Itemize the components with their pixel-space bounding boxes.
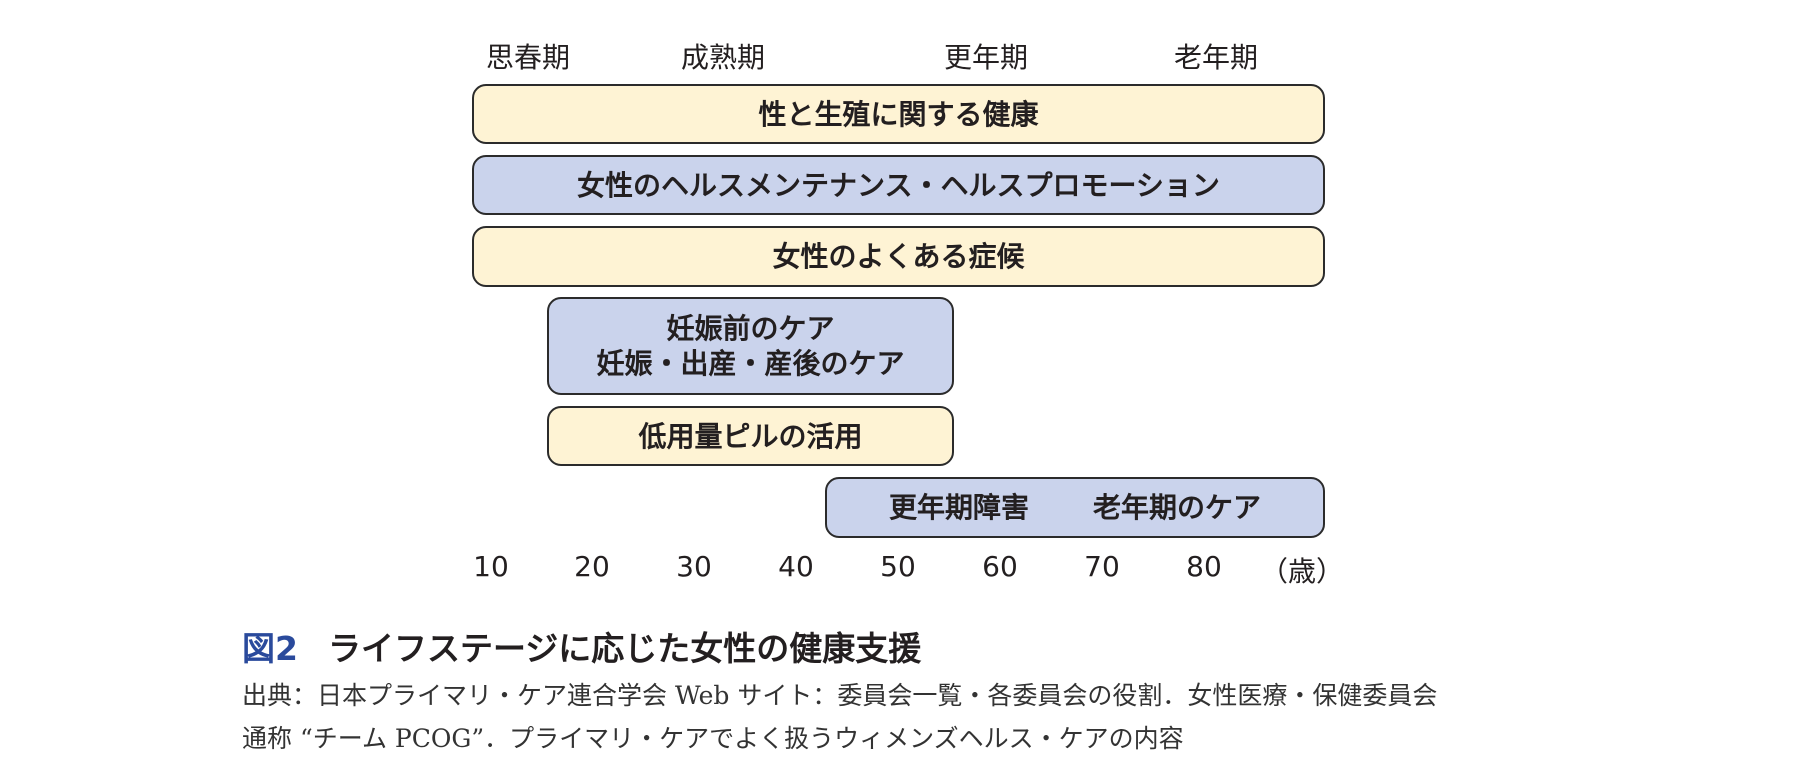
axis-tick-60: 60 [982, 550, 1018, 583]
bar-label-line-2: 妊娠・出産・産後のケア [596, 347, 905, 380]
bar-label: 性と生殖に関する健康 [758, 97, 1039, 131]
axis-unit-age: （歳） [1259, 555, 1345, 588]
stage-label-senescence: 老年期 [1174, 41, 1259, 74]
bar-menopause-elderly-care: 更年期障害 老年期のケア [825, 477, 1325, 538]
stage-label-puberty: 思春期 [486, 41, 571, 74]
bar-label: 女性のヘルスメンテナンス・ヘルスプロモーション [577, 168, 1220, 202]
axis-tick-30: 30 [676, 550, 712, 583]
axis-tick-70: 70 [1084, 550, 1120, 583]
bar-label-line-1: 妊娠前のケア [666, 312, 835, 345]
bar-low-dose-pill: 低用量ピルの活用 [547, 406, 954, 466]
axis-tick-50: 50 [880, 550, 916, 583]
bar-label-menopause-disorder: 更年期障害 [888, 491, 1029, 524]
bar-label: 低用量ピルの活用 [638, 419, 863, 453]
caption-source-line-1: 出典：日本プライマリ・ケア連合学会 Web サイト：委員会一覧・各委員会の役割．… [242, 681, 1438, 710]
bar-health-maintenance: 女性のヘルスメンテナンス・ヘルスプロモーション [472, 155, 1325, 215]
bar-common-symptoms: 女性のよくある症候 [472, 226, 1325, 287]
bar-reproductive-health: 性と生殖に関する健康 [472, 84, 1325, 144]
bar-label-elderly-care: 老年期のケア [1092, 491, 1261, 524]
axis-tick-80: 80 [1186, 550, 1222, 583]
stage-label-menopause: 更年期 [944, 41, 1029, 74]
caption-title-row: 図2 ライフステージに応じた女性の健康支援 [242, 622, 921, 670]
axis-tick-20: 20 [574, 550, 610, 583]
caption-title: ライフステージに応じた女性の健康支援 [327, 629, 922, 668]
caption-source-line-2: 通称 “チーム PCOG”．プライマリ・ケアでよく扱うウィメンズヘルス・ケアの内… [242, 724, 1184, 753]
bar-pregnancy-care: 妊娠前のケア 妊娠・出産・産後のケア [547, 297, 954, 395]
figure-number: 図2 [242, 629, 298, 668]
axis-tick-40: 40 [778, 550, 814, 583]
stage-label-maturity: 成熟期 [681, 41, 766, 74]
bar-label: 女性のよくある症候 [772, 240, 1025, 273]
axis-tick-10: 10 [473, 550, 509, 583]
